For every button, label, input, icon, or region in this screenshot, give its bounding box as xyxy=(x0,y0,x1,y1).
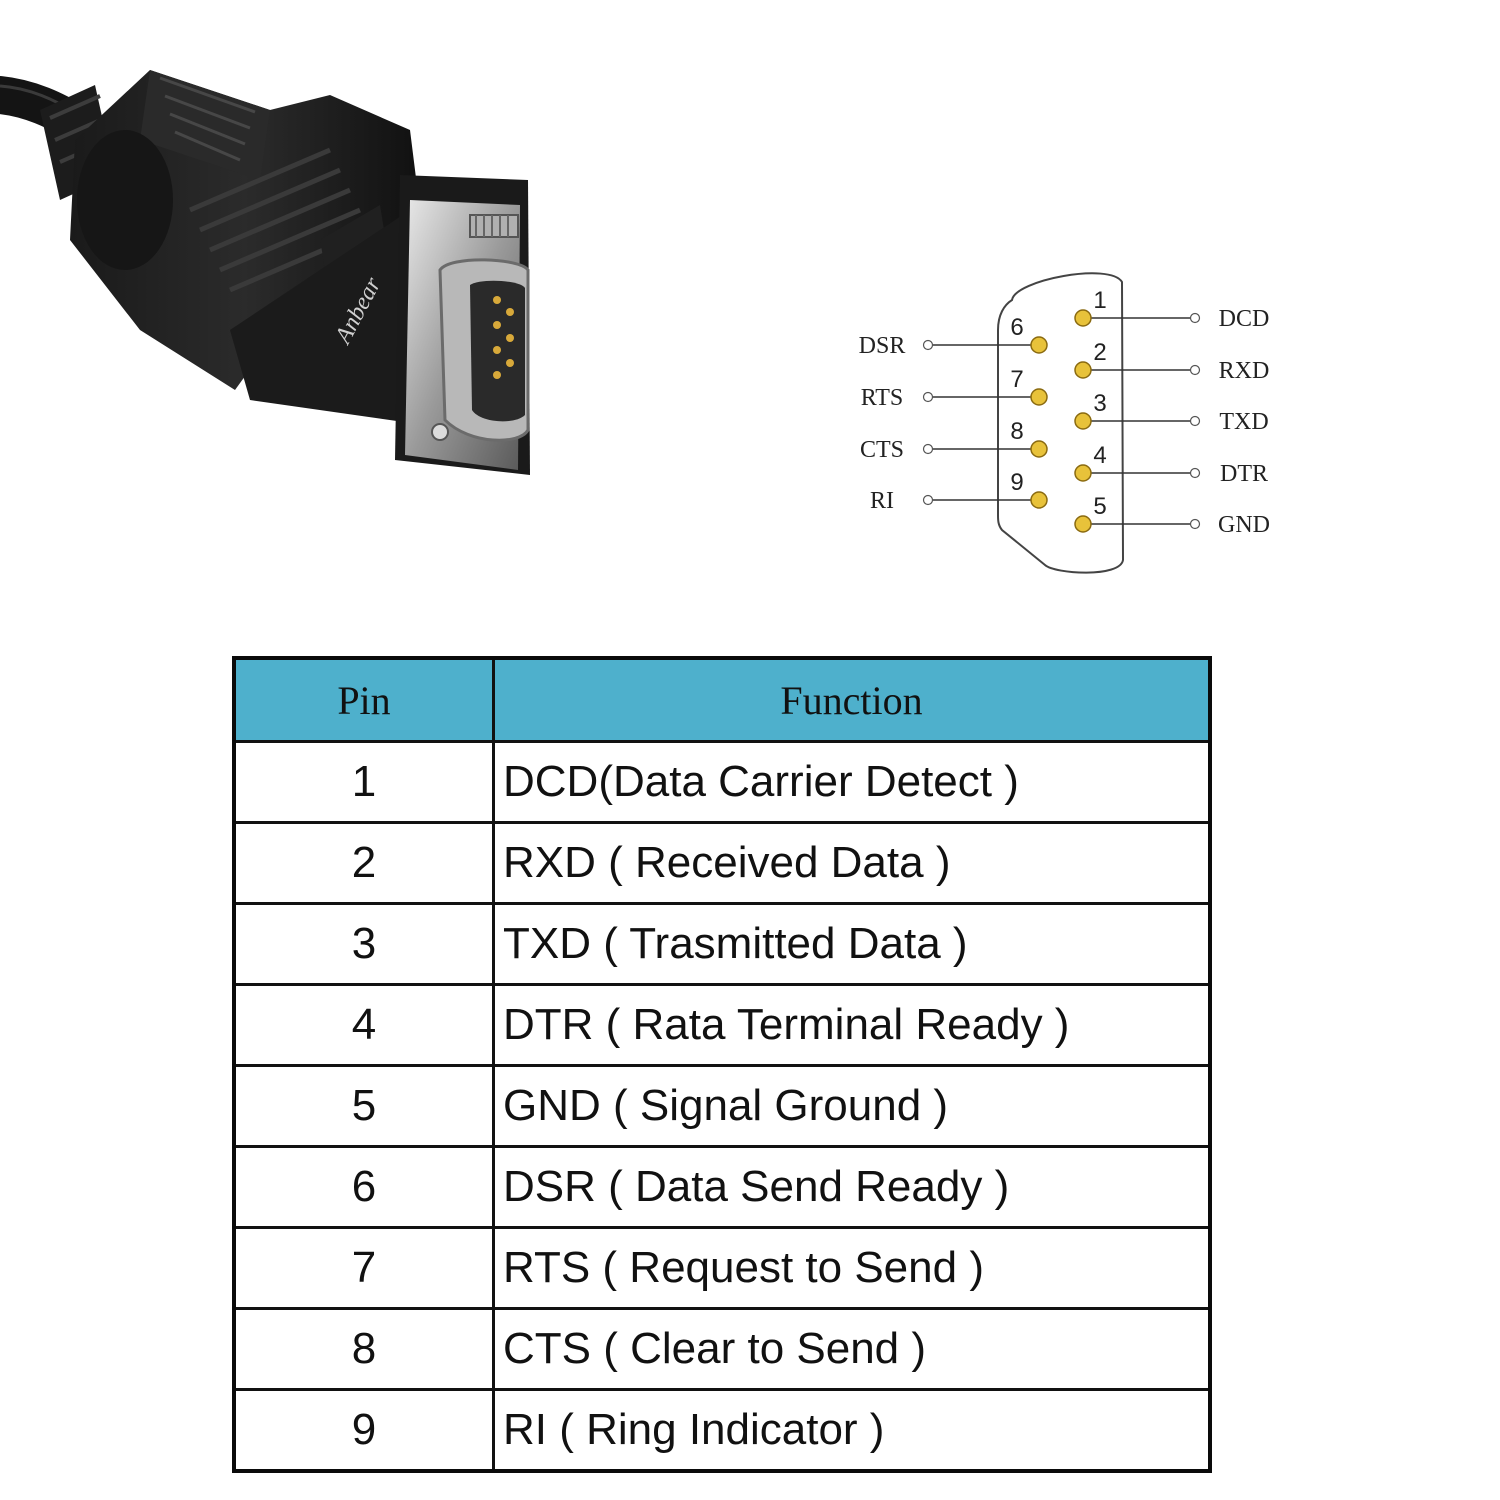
terminal-circle xyxy=(1189,415,1201,427)
table-header-row: Pin Function xyxy=(232,656,1212,743)
pin-number-cell: 4 xyxy=(232,983,495,1067)
pin-contact xyxy=(1074,412,1092,430)
pin-contact xyxy=(1030,491,1048,509)
pin-9-group: 9RI xyxy=(870,469,1048,514)
table-row: 6 DSR ( Data Send Ready ) xyxy=(232,1145,1212,1229)
pin-signal-label: RTS xyxy=(861,385,904,411)
pin-function-cell: DCD(Data Carrier Detect ) xyxy=(492,740,1212,824)
pin-signal-label: CTS xyxy=(860,437,904,463)
table-row: 2 RXD ( Received Data ) xyxy=(232,821,1212,905)
pin-signal-label: DTR xyxy=(1220,461,1268,487)
pin-signal-label: RI xyxy=(870,488,894,514)
terminal-circle xyxy=(922,391,934,403)
table-row: 1 DCD(Data Carrier Detect ) xyxy=(232,740,1212,824)
pin-number-label: 9 xyxy=(1010,469,1023,496)
d-sub-shell xyxy=(395,175,530,475)
pin-column-header: Pin xyxy=(232,656,495,743)
terminal-circle xyxy=(922,443,934,455)
pin-contact xyxy=(1030,388,1048,406)
table-row: 7 RTS ( Request to Send ) xyxy=(232,1226,1212,1310)
connector-pins xyxy=(493,296,514,379)
db9-shell-outline xyxy=(997,272,1125,574)
pin-function-cell: RI ( Ring Indicator ) xyxy=(492,1388,1212,1473)
pin-function-cell: RTS ( Request to Send ) xyxy=(492,1226,1212,1310)
pin-contact xyxy=(1030,440,1048,458)
terminal-circle xyxy=(922,494,934,506)
pin-signal-label: GND xyxy=(1218,512,1270,538)
pin-number-cell: 5 xyxy=(232,1064,495,1148)
table-row: 8 CTS ( Clear to Send ) xyxy=(232,1307,1212,1391)
pin-number-label: 5 xyxy=(1093,493,1106,520)
pin-function-cell: GND ( Signal Ground ) xyxy=(492,1064,1212,1148)
pin-number-label: 1 xyxy=(1093,287,1106,314)
pin-function-cell: DSR ( Data Send Ready ) xyxy=(492,1145,1212,1229)
pin-function-cell: TXD ( Trasmitted Data ) xyxy=(492,902,1212,986)
pin-function-table: Pin Function 1 DCD(Data Carrier Detect )… xyxy=(232,656,1212,1473)
pin-signal-label: DSR xyxy=(859,333,906,359)
function-column-header: Function xyxy=(492,656,1212,743)
pin-function-cell: RXD ( Received Data ) xyxy=(492,821,1212,905)
table-row: 4 DTR ( Rata Terminal Ready ) xyxy=(232,983,1212,1067)
pin-signal-label: RXD xyxy=(1219,358,1270,384)
pin-function-cell: CTS ( Clear to Send ) xyxy=(492,1307,1212,1391)
table-row: 9 RI ( Ring Indicator ) xyxy=(232,1388,1212,1473)
pin-contact xyxy=(1074,515,1092,533)
terminal-circle xyxy=(1189,518,1201,530)
pin-signal-label: DCD xyxy=(1219,306,1270,332)
pin-number-cell: 2 xyxy=(232,821,495,905)
pin-number-cell: 3 xyxy=(232,902,495,986)
pin-number-cell: 8 xyxy=(232,1307,495,1391)
table-row: 5 GND ( Signal Ground ) xyxy=(232,1064,1212,1148)
thumb-screw xyxy=(469,214,519,238)
terminal-circle xyxy=(1189,312,1201,324)
pin-number-cell: 7 xyxy=(232,1226,495,1310)
pin-number-label: 6 xyxy=(1010,314,1023,341)
pin-signal-label: TXD xyxy=(1219,409,1268,435)
pin-number-label: 4 xyxy=(1093,442,1106,469)
pin-number-label: 2 xyxy=(1093,339,1106,366)
pin-number-cell: 9 xyxy=(232,1388,495,1473)
terminal-circle xyxy=(1189,467,1201,479)
pin-number-label: 7 xyxy=(1010,366,1023,393)
pin-number-cell: 6 xyxy=(232,1145,495,1229)
pin-contact xyxy=(1074,361,1092,379)
pin-number-label: 3 xyxy=(1093,390,1106,417)
pin-contact xyxy=(1030,336,1048,354)
db9-cable-photo: Anbear xyxy=(0,70,530,475)
pin-contact xyxy=(1074,464,1092,482)
pin-contact xyxy=(1074,309,1092,327)
pin-function-cell: DTR ( Rata Terminal Ready ) xyxy=(492,983,1212,1067)
table-row: 3 TXD ( Trasmitted Data ) xyxy=(232,902,1212,986)
terminal-circle xyxy=(922,339,934,351)
pin-number-label: 8 xyxy=(1010,418,1023,445)
terminal-circle xyxy=(1189,364,1201,376)
pin-number-cell: 1 xyxy=(232,740,495,824)
